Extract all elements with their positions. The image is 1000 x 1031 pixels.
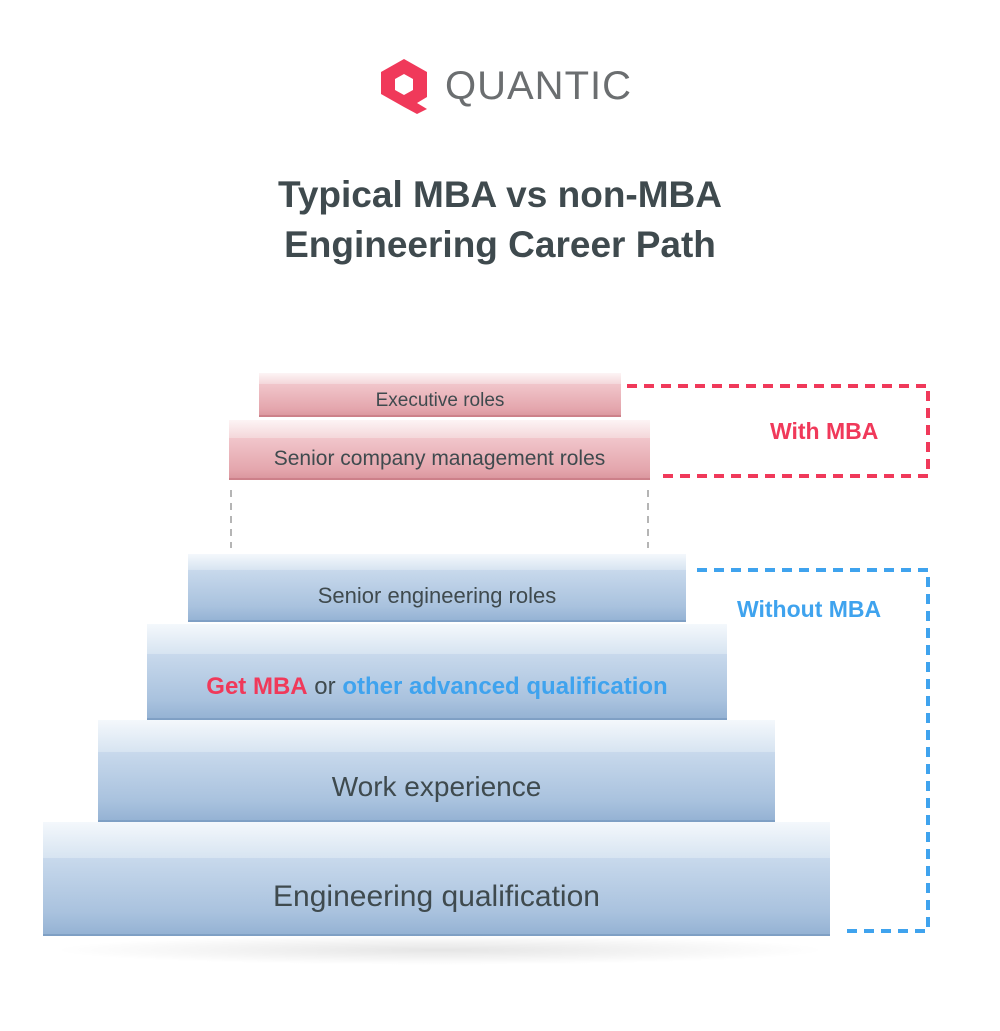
- step-work-experience-label: Work experience: [331, 771, 542, 802]
- with-mba-label: With MBA: [770, 418, 879, 444]
- page-title-line-2: Engineering Career Path: [284, 224, 716, 265]
- step-senior-management-label: Senior company management roles: [273, 447, 606, 470]
- step-engineering-qualification: Engineering qualification: [43, 822, 830, 936]
- step-senior-management-roles: Senior company management roles: [229, 420, 650, 480]
- step-executive-roles: Executive roles: [259, 373, 621, 417]
- step-get-mba: Get MBA or other advanced qualification: [147, 624, 727, 720]
- page-title-line-1: Typical MBA vs non-MBA: [277, 174, 723, 215]
- step-work-experience: Work experience: [98, 720, 775, 822]
- with-mba-bracket: [627, 384, 930, 478]
- step-executive-roles-label: Executive roles: [375, 389, 505, 411]
- without-mba-label: Without MBA: [737, 596, 882, 622]
- step-engineering-qualification-label: Engineering qualification: [273, 880, 600, 913]
- without-mba-bracket: [697, 568, 930, 933]
- step-senior-engineering-label: Senior engineering roles: [317, 583, 557, 608]
- or-text: or: [314, 673, 336, 700]
- get-mba-text: Get MBA: [206, 673, 308, 700]
- brand-name: QUANTIC: [445, 63, 632, 108]
- staircase-shadow: [50, 935, 830, 965]
- quantic-q-logo-icon: [381, 59, 427, 114]
- advanced-qualification-text: other advanced qualification: [342, 673, 668, 700]
- quantic-logo: QUANTIC: [377, 57, 632, 115]
- step-senior-engineering-roles: Senior engineering roles: [188, 554, 686, 622]
